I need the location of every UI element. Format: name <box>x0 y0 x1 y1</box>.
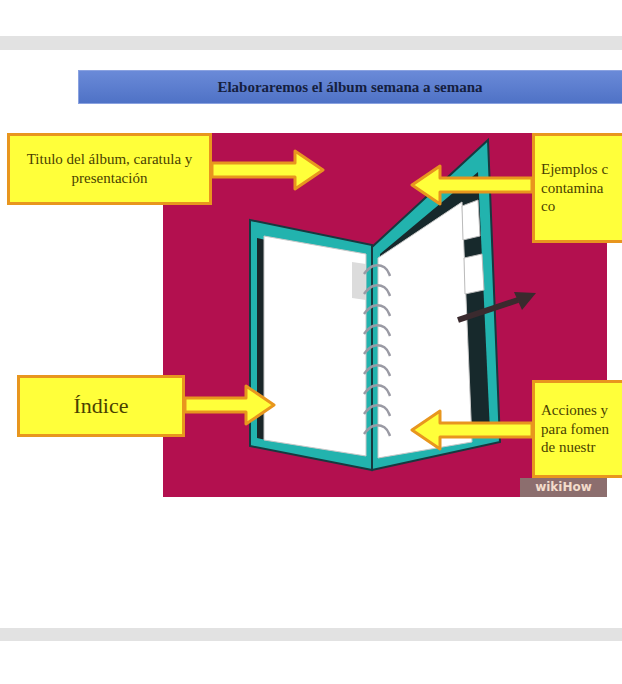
block-arrow <box>185 386 274 424</box>
ring <box>364 345 390 356</box>
ring <box>364 405 390 416</box>
callout-text: Ejemplos c contamina co <box>541 160 619 216</box>
pen <box>458 300 518 320</box>
right-tab <box>464 254 484 294</box>
left-cover <box>250 220 372 470</box>
callout-text: Titulo del álbum, caratula y presentació… <box>16 150 203 188</box>
callout-text: Acciones y para fomen de nuestr <box>541 401 619 457</box>
callout-text: Índice <box>26 392 176 420</box>
pen-tip <box>514 292 536 310</box>
album-title: Elaboraremos el álbum semana a semana <box>78 70 622 104</box>
ring <box>364 365 390 376</box>
bottom-band <box>0 628 622 641</box>
spiral-rings <box>364 265 390 436</box>
callout-box: Índice <box>17 375 185 437</box>
ring <box>364 285 390 296</box>
right-tab <box>462 200 480 240</box>
callout-box: Titulo del álbum, caratula y presentació… <box>7 133 212 205</box>
callout-box: Acciones y para fomen de nuestr <box>532 380 622 478</box>
watermark: wikiHow <box>520 478 607 497</box>
ring <box>364 305 390 316</box>
ring <box>364 265 390 276</box>
top-band <box>0 36 622 50</box>
ring <box>364 385 390 396</box>
left-tab <box>352 262 366 300</box>
watermark-patch <box>520 478 607 497</box>
callout-box: Ejemplos c contamina co <box>532 133 622 243</box>
block-arrow <box>412 411 532 449</box>
ring <box>364 425 390 436</box>
block-arrow <box>412 166 532 204</box>
left-page <box>264 236 366 456</box>
block-arrow <box>212 151 323 189</box>
ring <box>364 325 390 336</box>
